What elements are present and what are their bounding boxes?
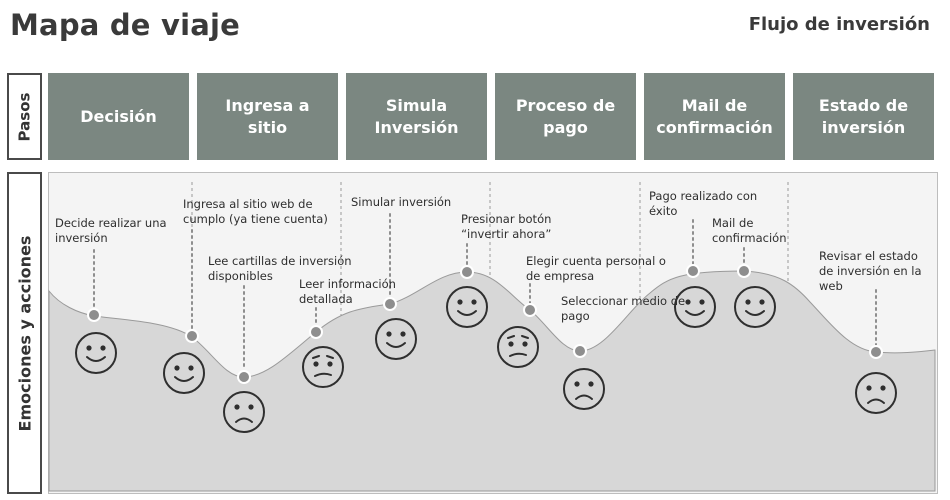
happy-face-icon bbox=[75, 332, 117, 374]
touchpoint-note-8: Seleccionar medio de pago bbox=[561, 294, 686, 323]
touchpoint-note-10: Mail de confirmación bbox=[712, 216, 787, 245]
curve-point-8 bbox=[573, 344, 587, 358]
confused-face-icon bbox=[302, 346, 344, 388]
curve-point-1 bbox=[87, 308, 101, 322]
touchpoint-note-2: Ingresa al sitio web de cumplo (ya tiene… bbox=[183, 197, 328, 226]
sad-face-icon bbox=[223, 391, 265, 433]
stage-decision: Decisión bbox=[48, 73, 189, 160]
emotion-curve bbox=[48, 270, 936, 492]
curve-points bbox=[87, 264, 883, 384]
confused-face-icon bbox=[497, 326, 539, 368]
touchpoint-note-3: Lee cartillas de inversión disponibles bbox=[208, 254, 352, 283]
curve-point-11 bbox=[869, 345, 883, 359]
curve-point-7 bbox=[523, 303, 537, 317]
touchpoint-note-5: Simular inversión bbox=[351, 195, 452, 209]
curve-point-6 bbox=[460, 265, 474, 279]
page-subtitle: Flujo de inversión bbox=[748, 14, 930, 35]
sad-face-icon bbox=[563, 368, 605, 410]
emotions-row-label: Emociones y acciones bbox=[7, 172, 42, 494]
touchpoint-note-1: Decide realizar una inversión bbox=[55, 216, 167, 245]
happy-face-icon bbox=[674, 286, 716, 328]
stage-proceso-pago: Proceso de pago bbox=[495, 73, 636, 160]
sad-face-icon bbox=[855, 372, 897, 414]
stage-mail-confirmacion: Mail de confirmación bbox=[644, 73, 785, 160]
happy-face-icon bbox=[375, 318, 417, 360]
stage-simula-inversion: Simula Inversión bbox=[346, 73, 487, 160]
touchpoint-note-7: Elegir cuenta personal o de empresa bbox=[526, 254, 666, 283]
stage-estado-inversion: Estado de inversión bbox=[793, 73, 934, 160]
curve-point-10 bbox=[737, 264, 751, 278]
touchpoint-note-9: Pago realizado con éxito bbox=[649, 189, 758, 218]
curve-point-3 bbox=[237, 370, 251, 384]
curve-point-9 bbox=[686, 264, 700, 278]
curve-point-2 bbox=[185, 329, 199, 343]
touchpoint-note-6: Presionar botón “invertir ahora” bbox=[461, 212, 552, 241]
happy-face-icon bbox=[446, 286, 488, 328]
curve-point-5 bbox=[383, 297, 397, 311]
curve-point-4 bbox=[309, 325, 323, 339]
happy-face-icon bbox=[163, 352, 205, 394]
page-title: Mapa de viaje bbox=[10, 8, 240, 42]
stage-ingresa-sitio: Ingresa a sitio bbox=[197, 73, 338, 160]
emotion-faces bbox=[75, 286, 897, 433]
touchpoint-note-4: Leer información detallada bbox=[299, 277, 396, 306]
connectors bbox=[93, 213, 877, 371]
steps-row-label: Pasos bbox=[7, 73, 42, 160]
happy-face-icon bbox=[734, 286, 776, 328]
touchpoint-note-11: Revisar el estado de inversión en la web bbox=[819, 249, 922, 293]
